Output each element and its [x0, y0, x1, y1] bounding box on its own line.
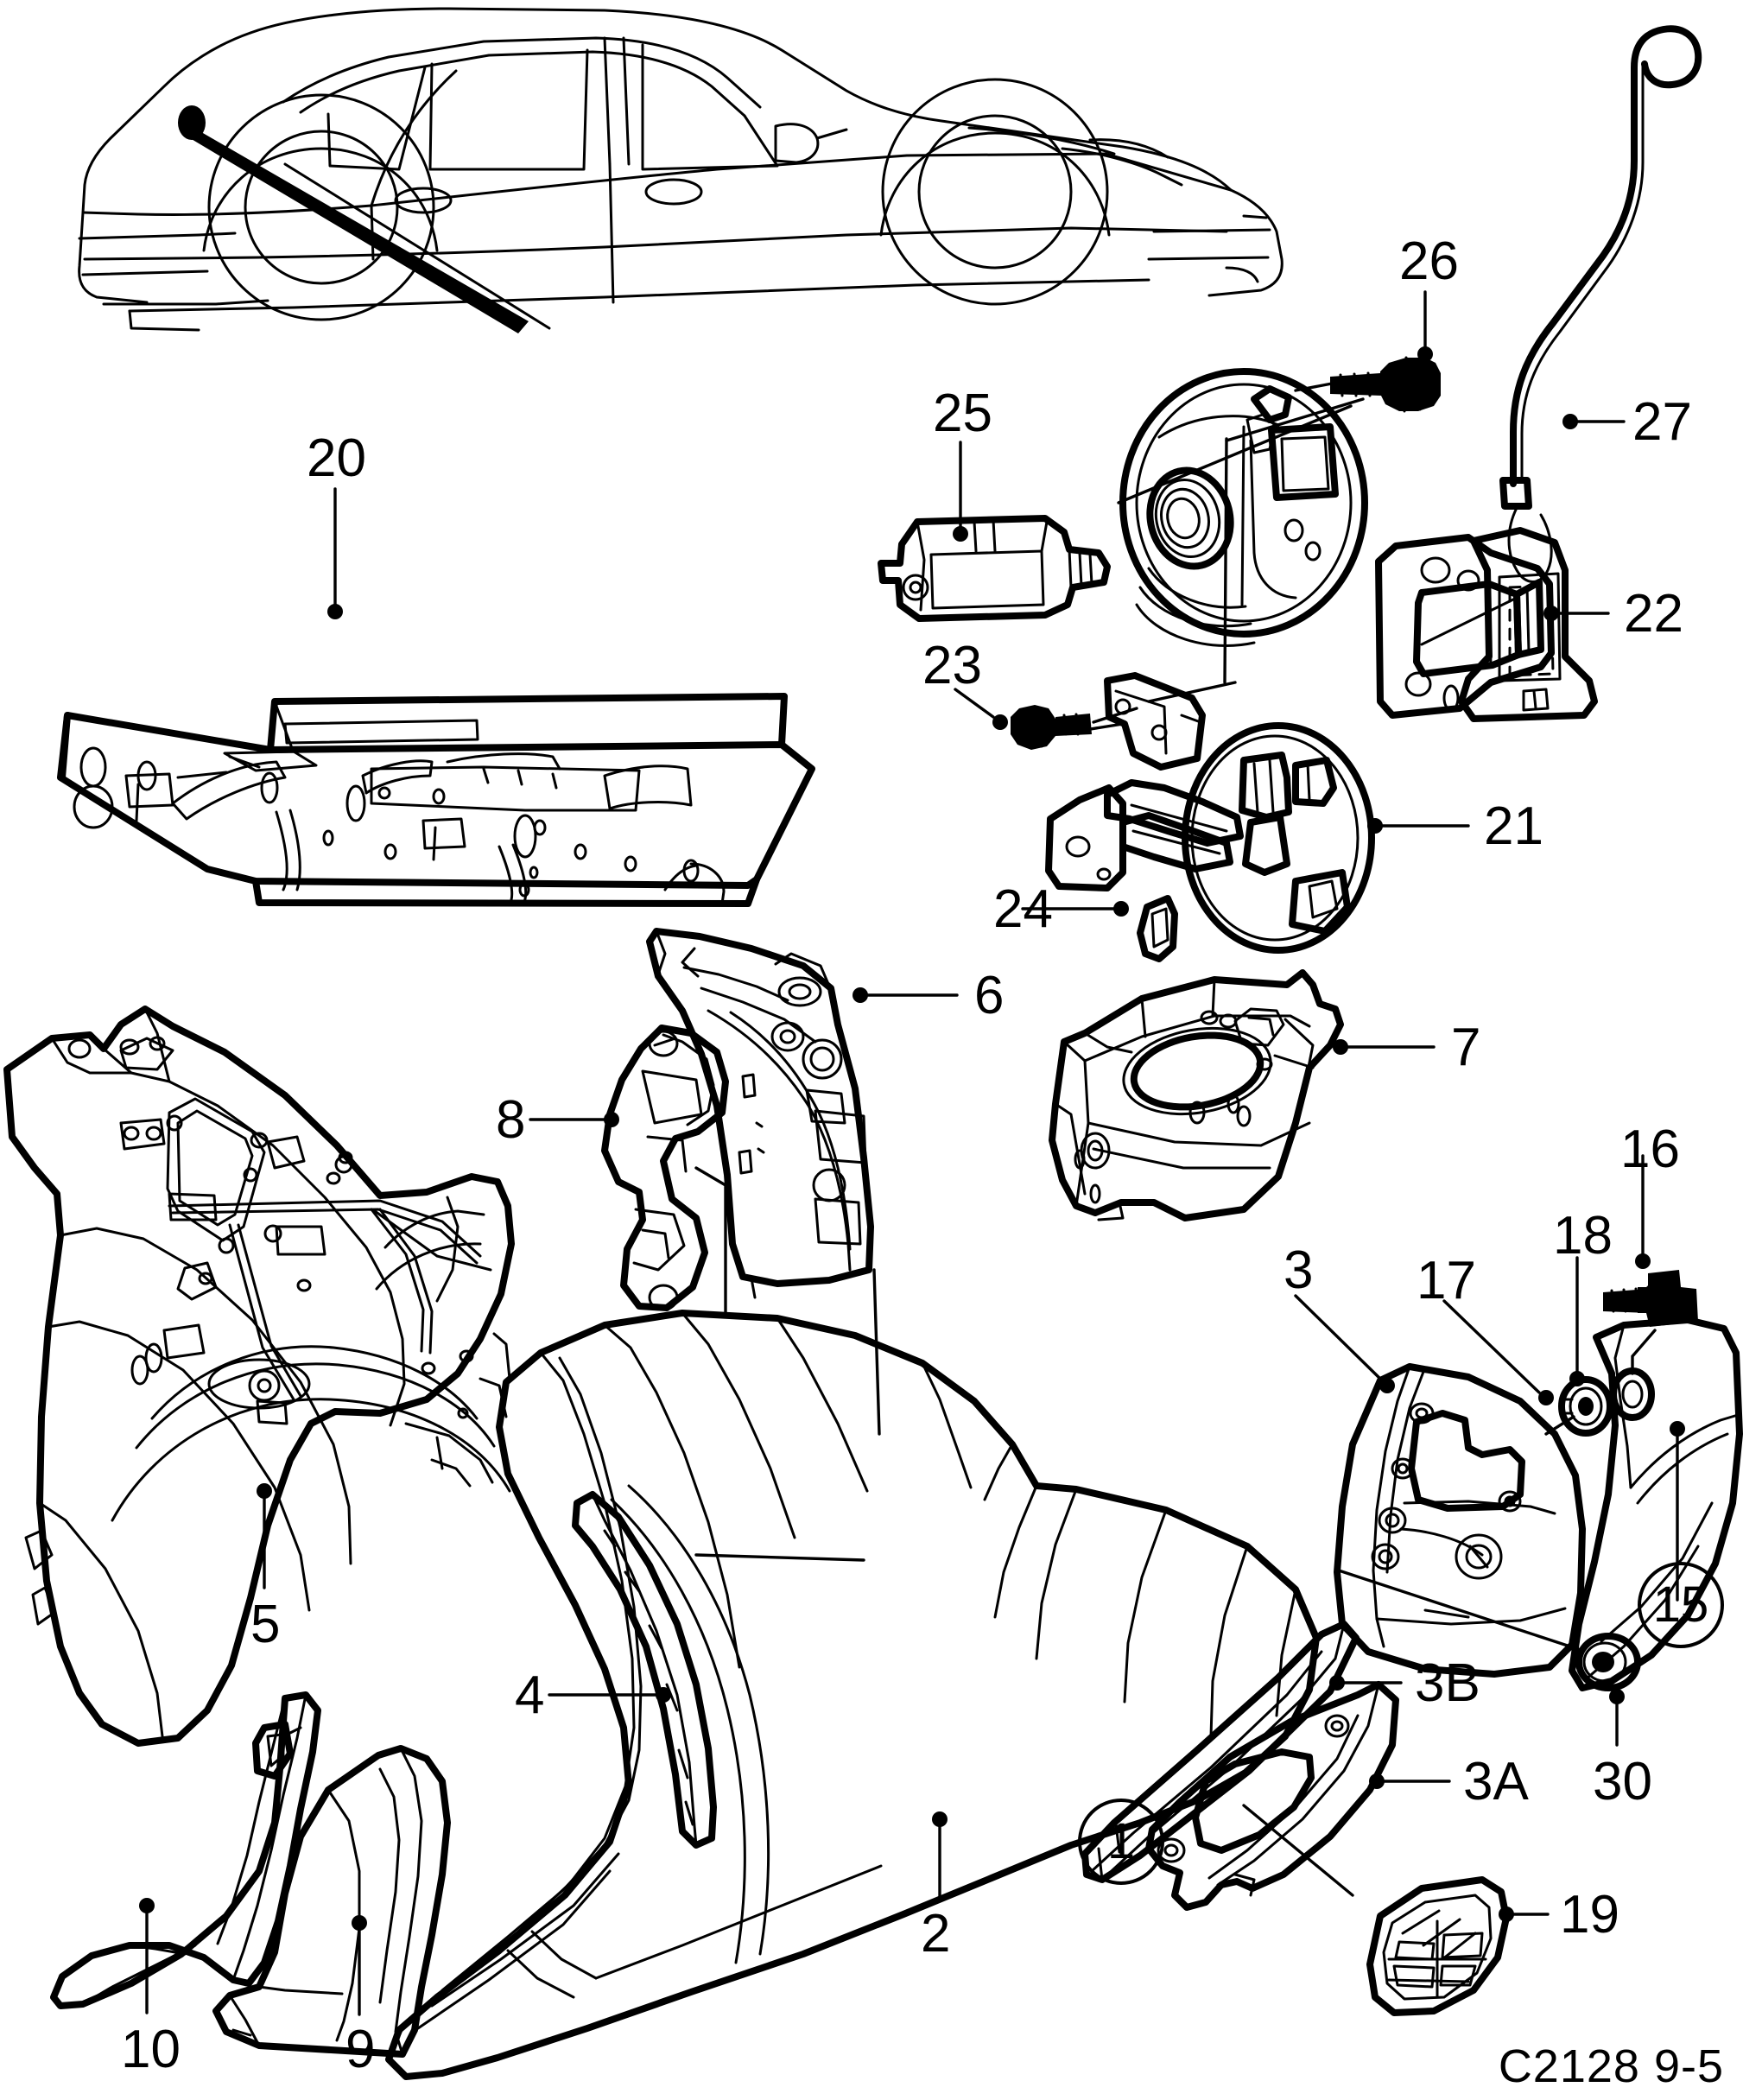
leader-dot-26 — [1417, 346, 1433, 362]
leader-dot-9 — [352, 1915, 367, 1931]
part-26-screw — [1294, 356, 1441, 413]
leader-dot-17 — [1538, 1390, 1554, 1405]
part-6-c-pillar-reinforcement — [646, 928, 881, 1436]
leader-dot-23 — [992, 714, 1008, 730]
part-5-inner-wheelhouse — [3, 1006, 515, 1747]
part-25-lock-actuator — [878, 515, 1111, 622]
leader-dot-19 — [1499, 1906, 1514, 1922]
leader-dot-22 — [1543, 606, 1559, 621]
leader-dot-5 — [257, 1483, 272, 1499]
callout-label-1: 1 — [1078, 1799, 1164, 1885]
callout-label-22: 22 — [1624, 584, 1683, 644]
part-9-lower-trim-right — [212, 1745, 451, 2058]
callout-label-20: 20 — [307, 428, 366, 488]
part-16-retaining-screw — [1603, 1270, 1698, 1375]
callout-label-9: 9 — [345, 2020, 376, 2079]
car-side-view-illustration — [78, 7, 1283, 333]
part-7-wheelhouse-reinforcement — [1049, 969, 1344, 1221]
callout-label-4: 4 — [515, 1665, 545, 1725]
leader-dot-2 — [932, 1811, 948, 1827]
callout-label-18: 18 — [1553, 1206, 1613, 1266]
callout-label-5: 5 — [250, 1595, 281, 1654]
callout-label-3: 3 — [1283, 1240, 1314, 1300]
leader-dot-6 — [852, 987, 868, 1003]
callout-label-3B: 3B — [1415, 1653, 1480, 1713]
leader-dot-7 — [1333, 1039, 1348, 1055]
part-22-grommet — [1375, 534, 1555, 719]
callout-label-21: 21 — [1484, 796, 1543, 856]
leader-dot-8 — [604, 1112, 619, 1127]
leader-dot-3 — [1379, 1378, 1395, 1393]
part-2-outer-quarter-panel — [385, 1310, 1320, 2080]
part-3a-lower-reinforcement — [1145, 1681, 1399, 1911]
callout-label-10: 10 — [121, 2020, 181, 2079]
part-3-inner-quarter-panel — [1334, 1363, 1586, 1678]
callout-label-6: 6 — [974, 966, 1005, 1025]
part-4-arch-reinforcement — [572, 1491, 865, 1849]
leader-dot-3a — [1369, 1773, 1385, 1789]
callout-label-15: 15 — [1638, 1562, 1724, 1648]
leader-dot-18 — [1569, 1371, 1585, 1386]
callout-label-19: 19 — [1560, 1885, 1619, 1945]
callout-label-7: 7 — [1451, 1018, 1481, 1077]
callout-label-24: 24 — [993, 879, 1053, 939]
callout-label-26: 26 — [1399, 232, 1459, 291]
callout-leader-lines — [139, 290, 1685, 2016]
leader-dot-10 — [139, 1898, 155, 1913]
leader-dot-21 — [1367, 818, 1383, 834]
callout-label-17: 17 — [1417, 1251, 1476, 1310]
part-20-parcel-shelf — [57, 693, 815, 907]
leader-dot-16 — [1635, 1253, 1651, 1269]
callout-label-16: 16 — [1620, 1120, 1680, 1179]
callout-label-27: 27 — [1632, 392, 1692, 452]
part-30-rubber-plug — [1337, 1569, 1641, 1691]
part-8-pillar-bracket — [601, 1025, 729, 1315]
leader-dot-3b — [1329, 1675, 1345, 1691]
part-24-stop-clip — [1137, 895, 1178, 962]
callout-label-8: 8 — [496, 1090, 526, 1150]
callout-label-23: 23 — [922, 636, 982, 695]
diagram-footer-code: C2128 9-5 — [1498, 2040, 1724, 2092]
leader-dot-15 — [1670, 1421, 1685, 1437]
callout-label-2: 2 — [921, 1904, 951, 1964]
callout-label-3A: 3A — [1463, 1752, 1529, 1811]
leader-dot-24 — [1113, 901, 1129, 917]
fuel-filler-housing — [1117, 368, 1368, 684]
part-21-filler-flap — [1045, 672, 1375, 954]
leader-dot-27 — [1562, 414, 1578, 429]
leader-dot-30 — [1609, 1689, 1625, 1704]
leader-dot-25 — [953, 526, 968, 542]
callout-label-25: 25 — [933, 384, 992, 443]
leader-dot-20 — [327, 604, 343, 619]
part-10-lower-trim-left — [50, 1691, 321, 2009]
callout-label-30: 30 — [1593, 1752, 1652, 1811]
shelf-slot — [283, 719, 479, 745]
part-17-bushing — [1544, 1376, 1613, 1437]
leader-dot-4 — [656, 1687, 671, 1703]
part-19-ventilation-grille — [1366, 1876, 1510, 2016]
part-27-release-handle — [1458, 25, 1702, 722]
